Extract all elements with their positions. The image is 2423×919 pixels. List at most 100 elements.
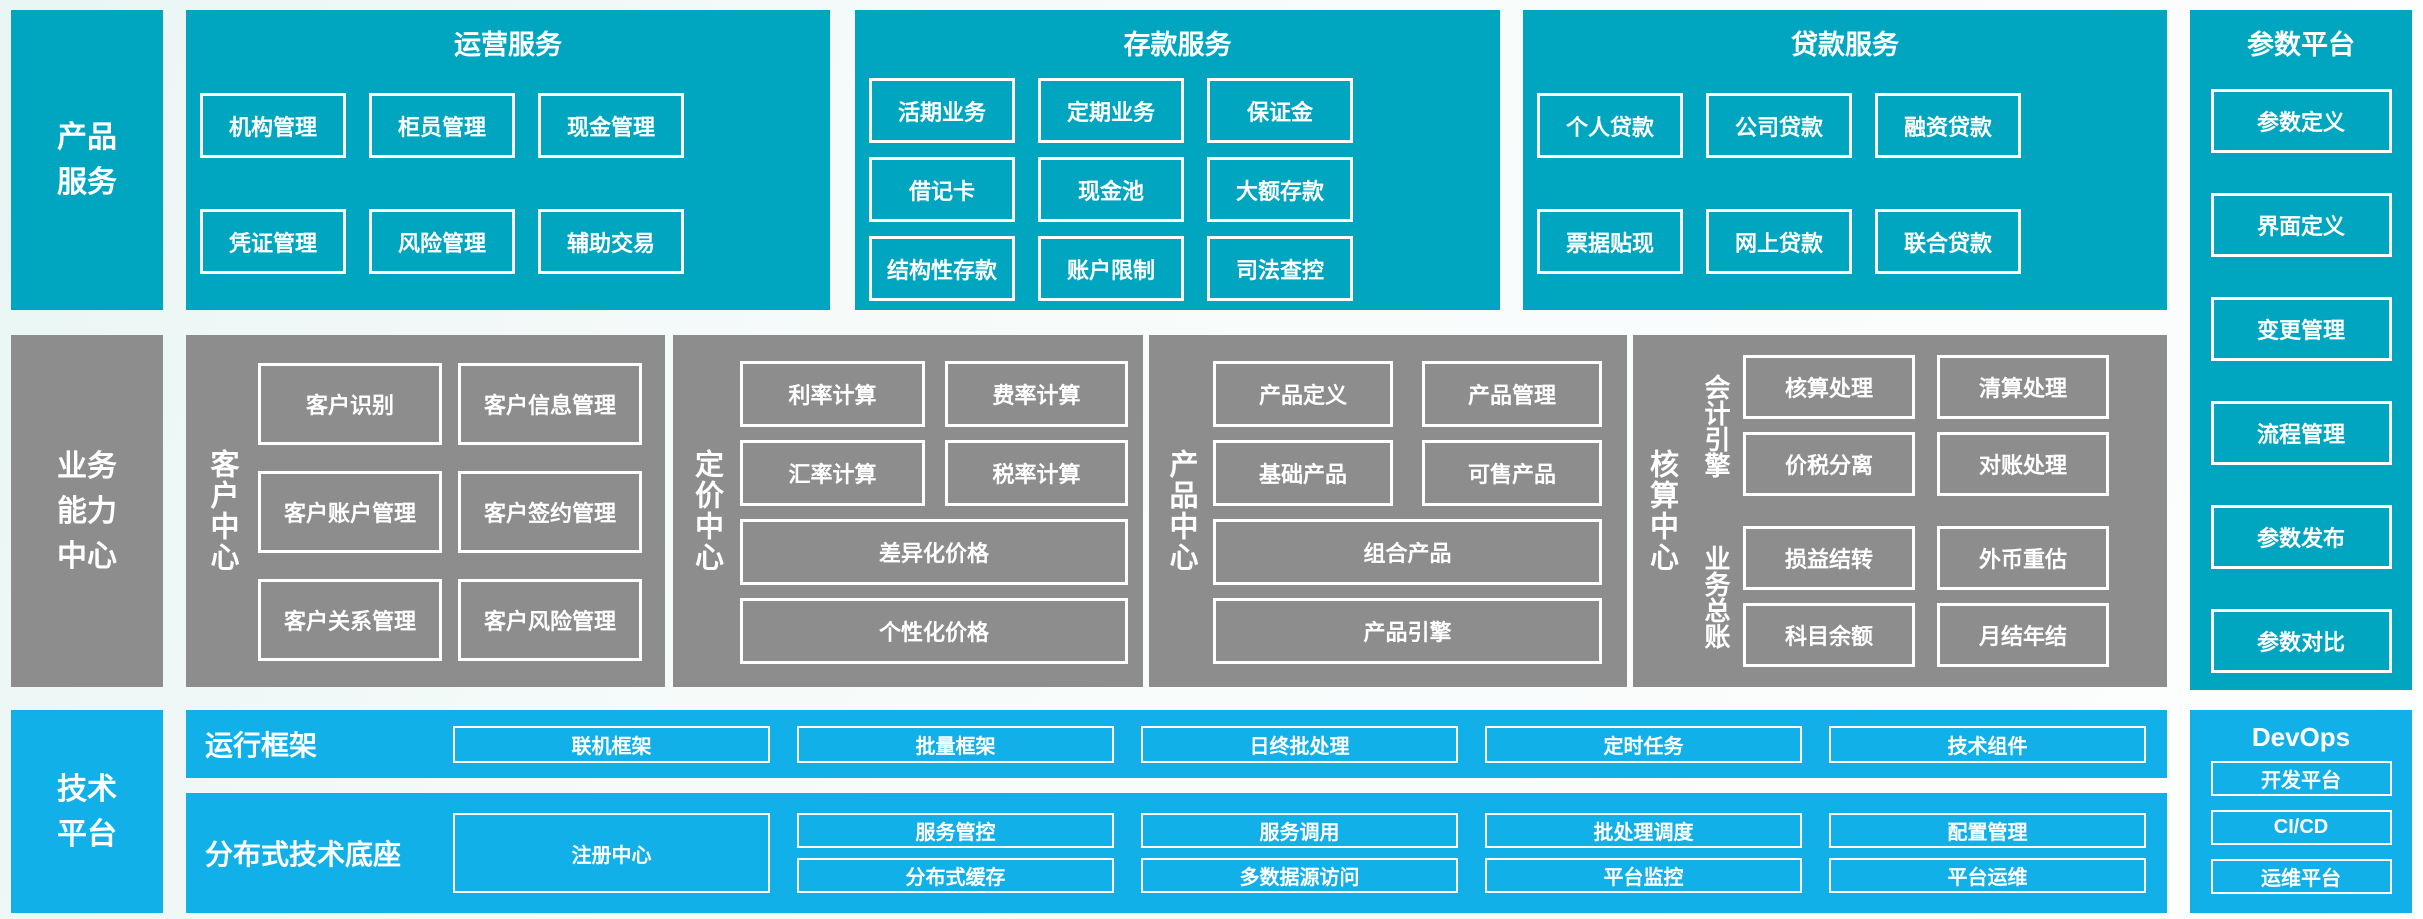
accounting-groups: 会计引擎 核算处理 清算处理 价税分离 对账处理 业务总账 损益结转 外币重估 … xyxy=(1690,355,2109,687)
diagram-box: 对账处理 xyxy=(1937,432,2109,496)
product-grid: 产品定义 产品管理 基础产品 可售产品 组合产品 产品引擎 xyxy=(1213,361,1602,687)
diagram-box: 网上贷款 xyxy=(1706,209,1852,274)
diagram-box: 外币重估 xyxy=(1937,526,2109,590)
diagram-box: 联机框架 xyxy=(453,725,770,763)
diagram-box: 客户信息管理 xyxy=(458,363,642,445)
loan-grid: 个人贷款 公司贷款 融资贷款 票据贴现 网上贷款 联合贷款 xyxy=(1537,93,2167,274)
diagram-box: 清算处理 xyxy=(1937,355,2109,419)
diagram-box: 定时任务 xyxy=(1485,725,1802,763)
diagram-box: 组合产品 xyxy=(1213,519,1602,585)
vertical-label-accounting-engine: 会计引擎 xyxy=(1701,373,1731,478)
diagram-box: 联合贷款 xyxy=(1875,209,2021,274)
business-ledger-group: 业务总账 损益结转 外币重估 科目余额 月结年结 xyxy=(1690,526,2109,667)
section-title: DevOps xyxy=(2251,722,2351,752)
section-loan-services: 贷款服务 个人贷款 公司贷款 融资贷款 票据贴现 网上贷款 联合贷款 xyxy=(1523,10,2167,310)
diagram-box: CI/CD xyxy=(2210,810,2392,845)
diagram-box: 参数对比 xyxy=(2210,609,2392,673)
vertical-label-product-center: 产品中心 xyxy=(1165,449,1197,573)
runtime-grid: 联机框架 批量框架 日终批处理 定时任务 技术组件 xyxy=(453,725,2146,763)
diagram-box: 活期业务 xyxy=(869,78,1015,143)
row-label-distributed-tech-base: 分布式技术底座 xyxy=(205,839,402,870)
diagram-box: 凭证管理 xyxy=(200,209,346,274)
diagram-box: 利率计算 xyxy=(740,361,925,427)
diagram-box: 产品引擎 xyxy=(1213,598,1602,664)
diagram-box: 定期业务 xyxy=(1038,78,1184,143)
diagram-box: 大额存款 xyxy=(1207,157,1353,222)
distributed-grid: 注册中心 服务管控 服务调用 批处理调度 配置管理 分布式缓存 多数据源访问 平… xyxy=(453,813,2146,893)
diagram-box: 多数据源访问 xyxy=(1141,858,1458,893)
diagram-box: 参数发布 xyxy=(2210,505,2392,569)
rail-technology-platform: 技术 平台 xyxy=(11,710,163,913)
section-operations-services: 运营服务 机构管理 柜员管理 现金管理 凭证管理 风险管理 辅助交易 xyxy=(186,10,830,310)
diagram-box: 个人贷款 xyxy=(1537,93,1683,158)
diagram-box: 司法查控 xyxy=(1207,236,1353,301)
diagram-box: 客户关系管理 xyxy=(258,579,442,661)
diagram-box: 价税分离 xyxy=(1743,432,1915,496)
diagram-box: 运维平台 xyxy=(2210,859,2392,894)
diagram-box-registry-center: 注册中心 xyxy=(453,813,770,893)
diagram-box: 变更管理 xyxy=(2210,297,2392,361)
rail-business-capability-center: 业务 能力 中心 xyxy=(11,335,163,687)
accounting-engine-group: 会计引擎 核算处理 清算处理 价税分离 对账处理 xyxy=(1690,355,2109,496)
diagram-box: 现金管理 xyxy=(538,93,684,158)
diagram-box: 开发平台 xyxy=(2210,761,2392,796)
diagram-box: 税率计算 xyxy=(945,440,1128,506)
diagram-box: 日终批处理 xyxy=(1141,725,1458,763)
row-label-runtime-framework: 运行框架 xyxy=(205,730,318,761)
diagram-box: 账户限制 xyxy=(1038,236,1184,301)
diagram-box: 损益结转 xyxy=(1743,526,1915,590)
diagram-box: 客户识别 xyxy=(258,363,442,445)
diagram-box: 可售产品 xyxy=(1422,440,1602,506)
diagram-box: 核算处理 xyxy=(1743,355,1915,419)
diagram-box: 服务管控 xyxy=(797,813,1114,848)
diagram-box: 保证金 xyxy=(1207,78,1353,143)
diagram-box: 柜员管理 xyxy=(369,93,515,158)
diagram-box: 个性化价格 xyxy=(740,598,1128,664)
diagram-box: 配置管理 xyxy=(1829,813,2146,848)
diagram-box: 风险管理 xyxy=(369,209,515,274)
diagram-box: 月结年结 xyxy=(1937,603,2109,667)
customer-grid: 客户识别 客户信息管理 客户账户管理 客户签约管理 客户关系管理 客户风险管理 xyxy=(258,363,642,687)
diagram-box: 产品管理 xyxy=(1422,361,1602,427)
section-deposit-services: 存款服务 活期业务 定期业务 保证金 借记卡 现金池 大额存款 结构性存款 账户… xyxy=(855,10,1500,310)
diagram-box: 平台监控 xyxy=(1485,858,1802,893)
section-parameter-platform: 参数平台 参数定义 界面定义 变更管理 流程管理 参数发布 参数对比 xyxy=(2190,10,2412,690)
section-runtime-framework: 运行框架 联机框架 批量框架 日终批处理 定时任务 技术组件 xyxy=(186,710,2167,778)
section-title: 运营服务 xyxy=(454,30,562,60)
vertical-label-business-ledger: 业务总账 xyxy=(1701,544,1731,649)
vertical-label-customer-center: 客户中心 xyxy=(206,449,238,573)
operations-grid: 机构管理 柜员管理 现金管理 凭证管理 风险管理 辅助交易 xyxy=(200,93,830,274)
diagram-box: 客户风险管理 xyxy=(458,579,642,661)
diagram-box: 产品定义 xyxy=(1213,361,1393,427)
diagram-box: 技术组件 xyxy=(1829,725,2146,763)
diagram-box: 费率计算 xyxy=(945,361,1128,427)
diagram-box: 借记卡 xyxy=(869,157,1015,222)
section-distributed-tech-base: 分布式技术底座 注册中心 服务管控 服务调用 批处理调度 配置管理 分布式缓存 … xyxy=(186,793,2167,913)
diagram-box: 差异化价格 xyxy=(740,519,1128,585)
diagram-box: 汇率计算 xyxy=(740,440,925,506)
section-devops: DevOps 开发平台 CI/CD 运维平台 xyxy=(2190,710,2412,913)
diagram-box: 科目余额 xyxy=(1743,603,1915,667)
section-accounting-center: 核算中心 会计引擎 核算处理 清算处理 价税分离 对账处理 业务总账 损益结转 … xyxy=(1633,335,2167,687)
diagram-box: 客户账户管理 xyxy=(258,471,442,553)
diagram-box: 参数定义 xyxy=(2210,89,2392,153)
parameter-list: 参数定义 界面定义 变更管理 流程管理 参数发布 参数对比 xyxy=(2190,89,2412,673)
diagram-box: 分布式缓存 xyxy=(797,858,1114,893)
section-pricing-center: 定价中心 利率计算 费率计算 汇率计算 税率计算 差异化价格 个性化价格 xyxy=(673,335,1143,687)
diagram-box: 服务调用 xyxy=(1141,813,1458,848)
section-product-center: 产品中心 产品定义 产品管理 基础产品 可售产品 组合产品 产品引擎 xyxy=(1149,335,1627,687)
diagram-box: 结构性存款 xyxy=(869,236,1015,301)
diagram-box: 机构管理 xyxy=(200,93,346,158)
diagram-box: 基础产品 xyxy=(1213,440,1393,506)
diagram-box: 公司贷款 xyxy=(1706,93,1852,158)
section-title: 参数平台 xyxy=(2247,30,2355,60)
section-title: 贷款服务 xyxy=(1791,30,1899,60)
diagram-box: 辅助交易 xyxy=(538,209,684,274)
diagram-box: 批量框架 xyxy=(797,725,1114,763)
diagram-box: 融资贷款 xyxy=(1875,93,2021,158)
devops-list: 开发平台 CI/CD 运维平台 xyxy=(2190,761,2412,894)
pricing-grid: 利率计算 费率计算 汇率计算 税率计算 差异化价格 个性化价格 xyxy=(740,361,1128,687)
rail-product-services: 产品 服务 xyxy=(11,10,163,310)
diagram-box: 现金池 xyxy=(1038,157,1184,222)
